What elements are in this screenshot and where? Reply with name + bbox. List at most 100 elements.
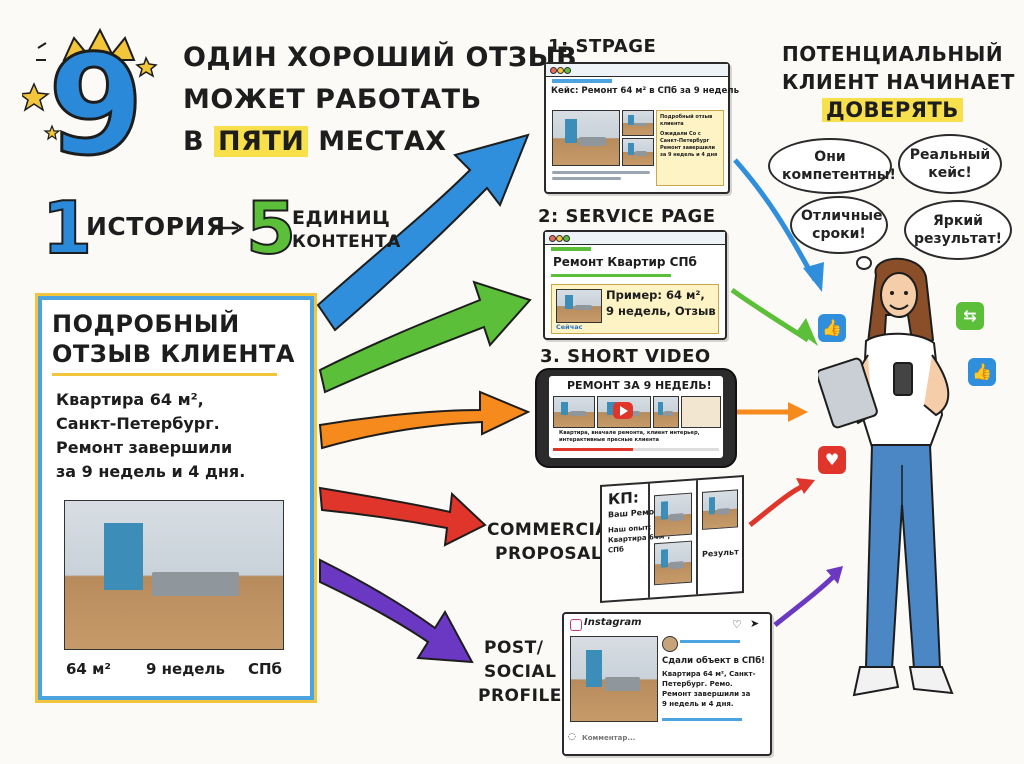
channel-4-label-1: COMMERCIAL <box>487 520 621 540</box>
channel-3-label: 3. SHORT VIDEO <box>540 346 711 367</box>
equation-five: 5 <box>245 186 297 270</box>
post-line-5: 9 недель и 4 дня. <box>662 700 734 708</box>
red-arrow <box>318 486 487 547</box>
channel-2-example: Пример: 64 м², 9 недель, Отзыв Сейчас <box>551 284 719 334</box>
tag-time: 9 недель <box>146 660 225 678</box>
post-line-4: Ремонт завершили за <box>662 690 751 698</box>
quote-line: Ожидали Со с <box>660 131 701 137</box>
kp-photo-3 <box>702 489 738 530</box>
kp-photo-1 <box>654 492 692 538</box>
kp-results: Результ <box>702 547 739 559</box>
thought-dot <box>856 256 872 270</box>
blue-arrow <box>316 133 530 332</box>
crown-icon <box>62 27 136 61</box>
thought-text: Реальный кейс! <box>909 147 991 181</box>
review-title-2: ОТЗЫВ КЛИЕНТА <box>52 340 295 368</box>
like-icon: 👍 <box>818 314 846 342</box>
browser-bar <box>546 64 728 77</box>
channel-4-brochure: КП: Ваш Ремонт Наш опыт: Квартира 64м², … <box>600 474 744 604</box>
channel-1-browser: Кейс: Ремонт 64 м² в СПб за 9 недель Под… <box>544 62 739 194</box>
equation-story: ИСТОРИЯ <box>86 212 226 241</box>
purple-arrow <box>319 558 474 664</box>
review-text-2: Санкт-Петербург. <box>56 414 220 433</box>
send-icon[interactable]: ➤ <box>750 617 760 630</box>
video-progress[interactable] <box>553 448 719 451</box>
kp-note-3: СПб <box>608 545 624 555</box>
headline-highlight: ПЯТИ <box>213 126 309 157</box>
app-name: Instagram <box>584 617 642 628</box>
quote-line: клиента <box>660 121 684 127</box>
headline-line-3: В ПЯТИ МЕСТАХ <box>183 126 447 157</box>
green-arrow <box>318 280 532 394</box>
post-photo <box>570 636 658 722</box>
like-count-bar <box>662 718 742 721</box>
channel-5-label-2: SOCIAL <box>484 662 557 682</box>
quote-line: Санкт-Петербург <box>660 138 710 144</box>
post-line-3: Петербург. Ремо. <box>662 680 733 688</box>
post-line-1: Сдали объект в СПб! <box>662 656 766 666</box>
headline-line-3-prefix: В <box>183 126 214 157</box>
channel-1-photo-small <box>622 110 654 136</box>
play-icon[interactable] <box>613 402 633 419</box>
comment-input[interactable]: Комментар... <box>582 734 636 742</box>
heart-outline-icon[interactable]: ♡ <box>732 618 742 631</box>
kp-note-1: Наш опыт: <box>608 523 652 535</box>
channel-1-photo <box>552 110 620 166</box>
comment-icon[interactable]: ◌ <box>568 732 576 742</box>
channel-1-headline: Кейс: Ремонт 64 м² в СПб за 9 недель <box>551 86 740 96</box>
equation-units: ЕДИНИЦ <box>292 207 391 229</box>
channel-2-browser: Ремонт Квартир СПб Пример: 64 м², 9 неде… <box>543 230 727 340</box>
client-woman-illustration <box>818 257 954 697</box>
thought-text: Отличные сроки! <box>801 208 883 242</box>
channel-5-label-1: POST/ <box>484 638 544 658</box>
orange-arrow <box>318 390 531 450</box>
red-thin-arrow <box>748 482 807 527</box>
example-line-2: 9 недель, Отзыв <box>606 304 716 318</box>
client-heading-highlight: ДОВЕРЯТЬ <box>822 98 963 122</box>
review-text-4: за 9 недель и 4 дня. <box>56 462 246 481</box>
apartment-photo <box>64 500 284 650</box>
equation-content: КОНТЕНТА <box>292 232 401 252</box>
video-frame-1 <box>553 396 595 428</box>
thought-bubble-result: Яркий результат! <box>904 200 1012 260</box>
channel-2-link[interactable]: Сейчас <box>556 323 583 331</box>
post-line-2: Квартира 64 м², Санкт- <box>662 670 756 678</box>
thought-bubble-competent: Они компетентны! <box>768 138 896 194</box>
kp-title: КП: <box>608 488 639 509</box>
presenter-thumbnail <box>681 396 721 428</box>
post-avatar <box>662 636 678 652</box>
thought-text: Они компетентны! <box>782 149 896 183</box>
channel-5-post: Instagram ♡ ➤ Сдали объект в СПб! Кварти… <box>562 612 772 756</box>
video-caption-1: Квартира, вначале ремонта, клиент интерь… <box>559 430 700 436</box>
review-text-1: Квартира 64 м², <box>56 390 204 409</box>
headline-line-2: МОЖЕТ РАБОТАТЬ <box>183 84 482 115</box>
headline-line-3-suffix: МЕСТАХ <box>308 126 447 157</box>
instagram-icon <box>570 619 582 631</box>
review-title-1: ПОДРОБНЫЙ <box>52 310 240 338</box>
crown-nine-badge <box>22 27 158 141</box>
thought-bubble-deadlines: Отличные сроки! <box>790 196 888 254</box>
browser-bar <box>545 232 725 245</box>
tag-city: СПб <box>248 660 283 678</box>
channel-1-quote: Подробный отзыв клиента Ожидали Со с Сан… <box>656 110 724 186</box>
kp-photo-2 <box>654 540 692 586</box>
channel-2-headline: Ремонт Квартир СПб <box>553 255 697 269</box>
heart-icon: ♥ <box>818 446 846 474</box>
big-nine-number: 9 <box>47 25 146 186</box>
client-heading-2: КЛИЕНТ НАЧИНАЕТ <box>782 70 1015 94</box>
channel-1-photo-small-2 <box>622 138 654 166</box>
star-icon <box>22 56 158 141</box>
equation-one: 1 <box>41 186 93 270</box>
video-frame-3 <box>653 396 679 428</box>
video-caption-2: интерактивные пресные клиента <box>559 437 660 443</box>
video-title: РЕМОНТ ЗА 9 НЕДЕЛЬ! <box>567 379 712 392</box>
green-thin-arrow <box>730 287 810 343</box>
example-line-1: Пример: 64 м², <box>606 288 705 302</box>
thought-bubble-real-case: Реальный кейс! <box>898 134 1002 194</box>
channel-1-label: 1: STPAGE <box>548 36 657 57</box>
channel-2-photo <box>556 289 602 323</box>
channel-2-label: 2: SERVICE PAGE <box>538 206 716 227</box>
review-text-3: Ремонт завершили <box>56 438 233 457</box>
